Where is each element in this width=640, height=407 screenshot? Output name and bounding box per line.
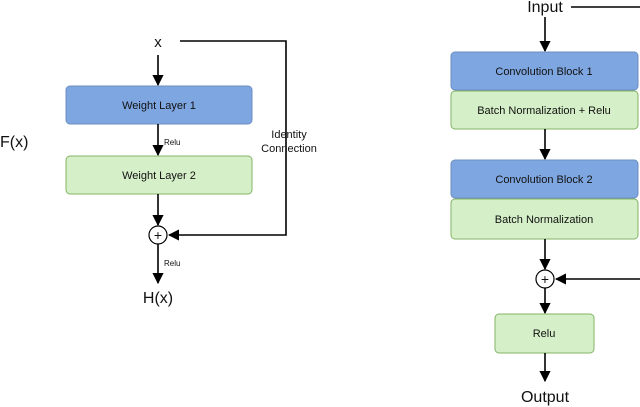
identity-label-line1: Identity: [271, 129, 307, 141]
function-label: F(x): [0, 134, 28, 151]
right-output-label: Output: [521, 389, 570, 406]
left-output-label: H(x): [143, 290, 173, 307]
conv-block-1-box: [450, 51, 639, 91]
identity-label-line2: Connection: [261, 143, 317, 155]
right-add-symbol: +: [541, 271, 549, 287]
left-input-label: x: [154, 34, 162, 51]
batch-norm-label: Batch Normalization: [495, 214, 593, 226]
relu-label-2: Relu: [164, 259, 180, 268]
relu-label-1: Relu: [164, 138, 180, 147]
weight-layer-2-label: Weight Layer 2: [122, 170, 196, 182]
relu-label: Relu: [533, 328, 556, 340]
left-diagram: x F(x) Weight Layer 1 Relu Weight Layer …: [0, 34, 317, 307]
left-add-symbol: +: [154, 227, 162, 243]
weight-layer-2-box: [65, 155, 253, 195]
conv-block-2-label: Convolution Block 2: [495, 174, 592, 186]
right-input-label: Input: [527, 0, 563, 16]
weight-layer-1-box: [65, 85, 253, 125]
identity-connection-line: [167, 40, 287, 241]
right-diagram: Input Convolution Block 1 Batch Normaliz…: [450, 0, 640, 406]
weight-layer-1-label: Weight Layer 1: [122, 100, 196, 112]
conv-block-1-label: Convolution Block 1: [495, 66, 592, 78]
batch-norm-relu-label: Batch Normalization + Relu: [477, 105, 611, 117]
conv-block-2-box: [450, 159, 639, 199]
